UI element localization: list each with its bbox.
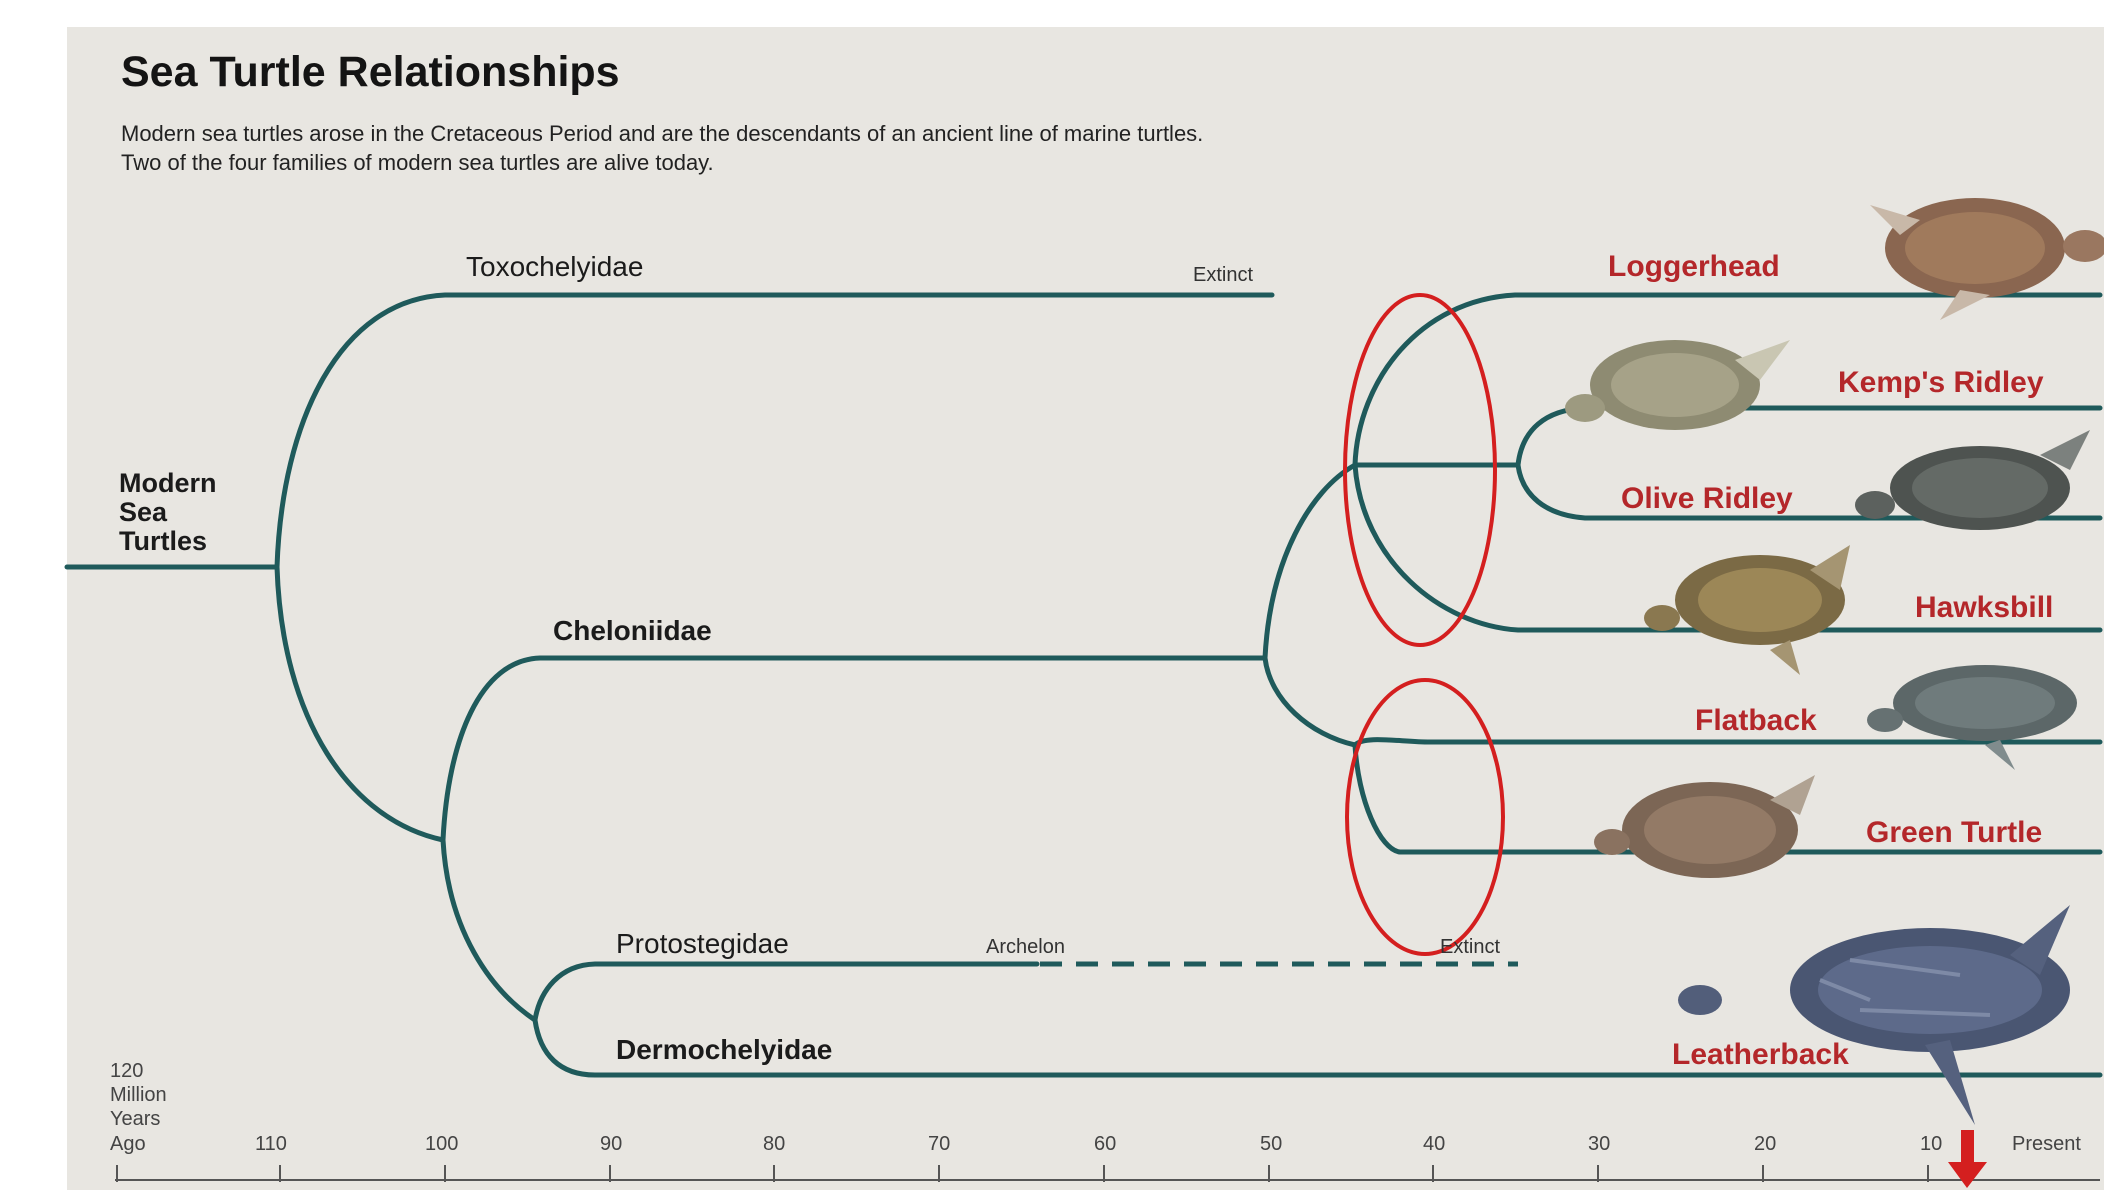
label-flatback: Flatback: [1695, 704, 1817, 737]
label-toxochelyidae: Toxochelyidae: [466, 251, 643, 282]
axis-start-label-2: Million: [110, 1084, 167, 1106]
label-olive-ridley: Olive Ridley: [1621, 482, 1793, 515]
label-green-turtle: Green Turtle: [1866, 816, 2042, 849]
axis-start-label-1: 120: [110, 1060, 143, 1082]
tick-label-70: 70: [928, 1133, 950, 1155]
tick-label-110: 110: [255, 1133, 287, 1155]
root-label-line-3: Turtles: [119, 526, 207, 556]
branch-main-lower: [277, 567, 443, 840]
label-archelon: Archelon: [986, 936, 1065, 958]
branch-cheloniidae: [443, 658, 1265, 840]
turtle-illustration-hawksbill: [1644, 545, 1850, 675]
label-leatherback: Leatherback: [1672, 1038, 1849, 1071]
tick-label-80: 80: [763, 1133, 785, 1155]
turtle-illustration-flatback: [1867, 665, 2077, 770]
branch-protostegidae: [535, 964, 1037, 1020]
label-protostegidae: Protostegidae: [616, 928, 789, 959]
tick-label-50: 50: [1260, 1133, 1282, 1155]
tick-label-40: 40: [1423, 1133, 1445, 1155]
branch-toxochelyidae: [277, 295, 1272, 567]
tick-label-90: 90: [600, 1133, 622, 1155]
tick-label-60: 60: [1094, 1133, 1116, 1155]
label-loggerhead: Loggerhead: [1608, 250, 1780, 283]
tick-label-30: 30: [1588, 1133, 1610, 1155]
branch-proto-dermo: [443, 840, 535, 1020]
turtle-illustration-leatherback: [1678, 905, 2070, 1125]
label-kemps-ridley: Kemp's Ridley: [1838, 366, 2044, 399]
label-proto-extinct: Extinct: [1440, 936, 1500, 958]
chel-upper-clade: [1265, 465, 1355, 658]
turtle-illustration-green-turtle: [1594, 775, 1815, 878]
time-axis: [115, 1165, 2100, 1182]
tick-label-100: 100: [425, 1133, 458, 1155]
axis-start-label-3: Years: [110, 1108, 160, 1130]
tick-label-20: 20: [1754, 1133, 1776, 1155]
axis-end-label: Present: [2012, 1133, 2081, 1155]
label-hawksbill: Hawksbill: [1915, 591, 2053, 624]
tick-label-10: 10: [1920, 1133, 1942, 1155]
label-dermochelyidae: Dermochelyidae: [616, 1034, 832, 1065]
turtle-illustration-kemps-ridley: [1565, 340, 1790, 430]
turtle-illustration-olive-ridley: [1855, 430, 2090, 530]
turtle-illustration-loggerhead: [1870, 198, 2104, 320]
label-toxo-extinct: Extinct: [1193, 264, 1253, 286]
root-label-line-2: Sea: [119, 497, 168, 527]
chel-lower-clade: [1265, 658, 1355, 745]
axis-start-label-4: Ago: [110, 1133, 146, 1155]
label-cheloniidae: Cheloniidae: [553, 615, 712, 646]
root-label-line-1: Modern: [119, 468, 217, 498]
